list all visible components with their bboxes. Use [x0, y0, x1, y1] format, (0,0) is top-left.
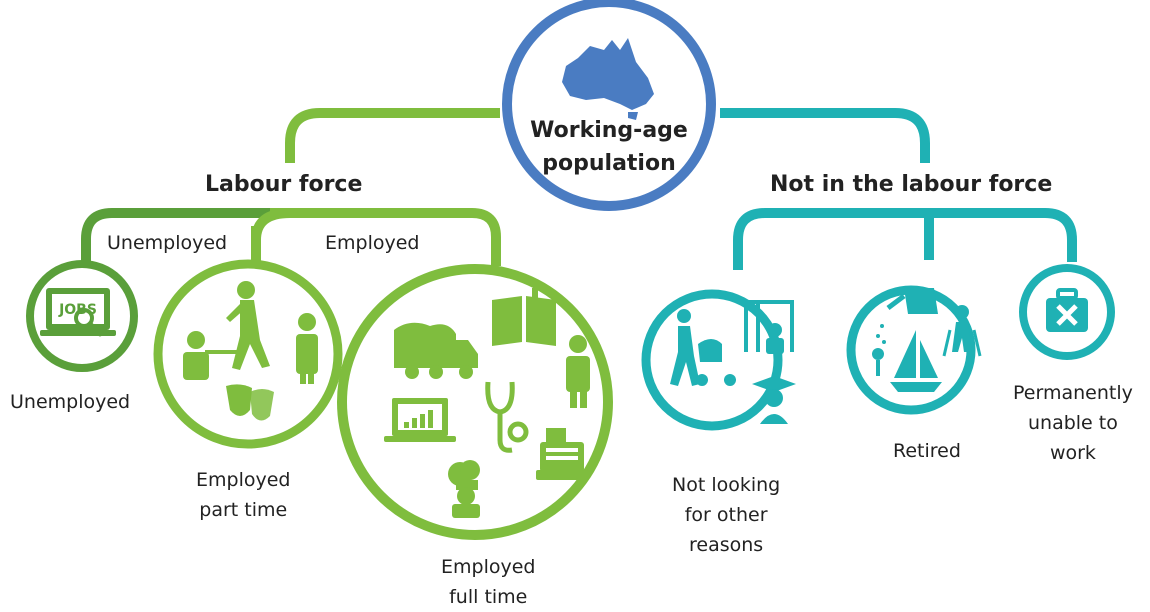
- person-icon: [296, 313, 318, 384]
- connector-employed-left-cap: [251, 208, 291, 241]
- flower-icon: [872, 348, 884, 376]
- retired-label: Retired: [893, 440, 961, 462]
- first-aid-kit-icon: [1046, 288, 1088, 332]
- unable-line1: Permanently: [1013, 382, 1133, 404]
- full-time-circle: [337, 264, 613, 540]
- working-age-circle: [502, 0, 716, 211]
- center-label-line2: population: [542, 151, 676, 176]
- watering-can-icon: [876, 288, 938, 344]
- connector-unemployed-branch: [81, 208, 290, 263]
- elderly-couple-icon: [942, 305, 982, 357]
- not-looking-label: Not looking for other reasons: [672, 470, 780, 560]
- not-looking-line2: for other: [684, 504, 768, 526]
- labour-force-heading: Labour force: [205, 172, 363, 197]
- part-time-circle: [153, 259, 343, 449]
- prison-bars-icon: [744, 300, 794, 354]
- part-time-line2: part time: [199, 499, 288, 521]
- unemployed-label: Unemployed: [10, 391, 131, 413]
- waiter-icon: [183, 331, 241, 380]
- connector-nilf-branch: [733, 208, 1077, 270]
- chef-icon: [448, 460, 480, 518]
- employed-branch-label: Employed: [325, 232, 420, 254]
- unable-line2: unable to: [1027, 412, 1118, 434]
- stethoscope-icon: [485, 381, 529, 453]
- theatre-masks-icon: [226, 384, 274, 421]
- person-icon: [566, 335, 590, 408]
- not-looking-line1: Not looking: [672, 474, 781, 496]
- sailboat-icon: [890, 330, 942, 392]
- not-looking-line3: reasons: [689, 534, 764, 556]
- full-time-line1: Employed: [441, 556, 536, 578]
- cash-register-icon: [536, 428, 588, 480]
- laptop-chart-icon: [384, 398, 456, 442]
- exercise-figure-icon: [226, 281, 270, 370]
- full-time-label: Employed full time: [441, 552, 535, 612]
- center-label-line1: Working-age: [530, 118, 688, 143]
- jobs-text: JOBS: [58, 302, 97, 318]
- book-icon: [492, 288, 556, 346]
- australia-map-icon: [562, 38, 654, 120]
- connector-labour-force: [285, 108, 500, 163]
- graduate-icon: [752, 376, 796, 424]
- truck-icon: [394, 322, 478, 379]
- part-time-label: Employed part time: [196, 465, 290, 525]
- unable-label: Permanently unable to work: [1013, 378, 1133, 468]
- not-in-labour-force-heading: Not in the labour force: [770, 172, 1053, 197]
- unemployed-branch-label: Unemployed: [107, 232, 228, 254]
- full-time-line2: full time: [449, 586, 528, 608]
- stroller-parent-icon: [670, 309, 736, 386]
- connector-not-in-labour-force: [720, 108, 930, 163]
- part-time-line1: Employed: [196, 469, 291, 491]
- unable-line3: work: [1049, 442, 1096, 464]
- jobs-search-icon: JOBS: [40, 288, 116, 337]
